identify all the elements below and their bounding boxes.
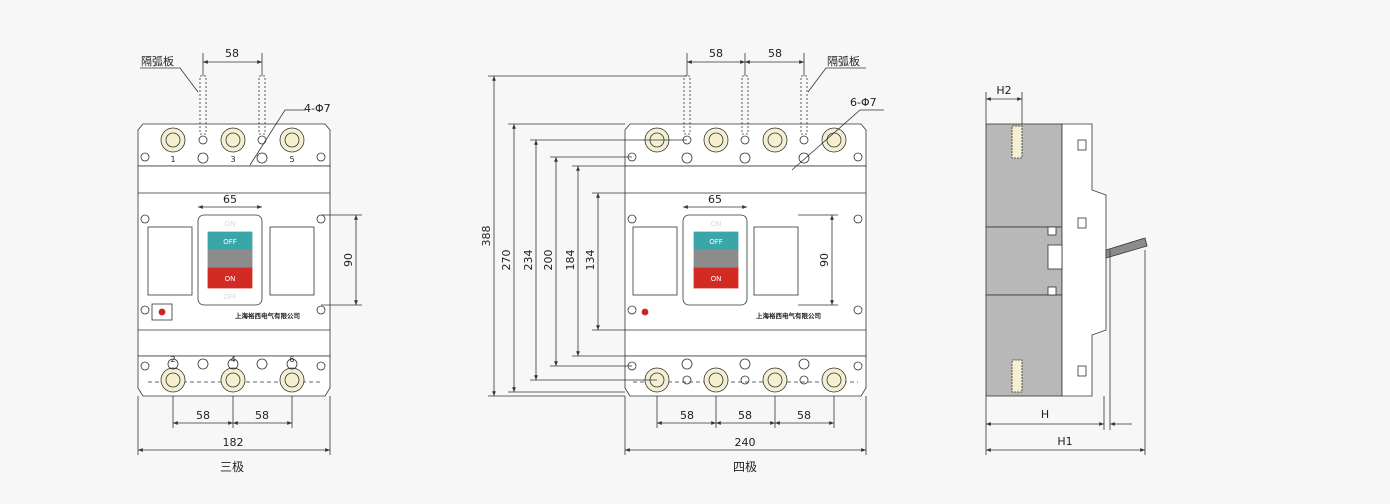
left-window — [147, 226, 193, 296]
four-pole-view — [488, 53, 884, 455]
side-bolt — [1011, 359, 1023, 393]
three-pole-caption: 三极 — [220, 460, 244, 474]
top-terminals — [627, 127, 863, 164]
faint-on-label: ON — [711, 220, 722, 228]
bottom-spacing-label: 58 — [255, 409, 269, 422]
arc-barrier-label: 隔弧板 — [827, 54, 860, 68]
brand-label: 上海裕西电气有限公司 — [235, 311, 300, 320]
bottom-terminals — [140, 358, 326, 393]
mount-screw — [316, 305, 326, 315]
terminal-number: 3 — [230, 155, 235, 164]
handle-recess — [682, 214, 748, 306]
terminal-number: 5 — [289, 155, 294, 164]
handle-width-label: 65 — [708, 193, 722, 206]
top-spacing-label: 58 — [709, 47, 723, 60]
side-body-top — [985, 123, 1063, 228]
bottom-spacing-label: 58 — [680, 409, 694, 422]
off-label: OFF — [709, 238, 723, 246]
indicator-lamp — [641, 308, 649, 316]
top-terminals — [140, 127, 326, 164]
side-cover — [1061, 123, 1107, 397]
h2-label: H2 — [996, 84, 1011, 97]
side-body-bottom — [985, 294, 1063, 397]
on-label: ON — [711, 275, 722, 283]
handle-width-label: 65 — [223, 193, 237, 206]
top-spacing-label: 58 — [225, 47, 239, 60]
terminal-number: 4 — [230, 355, 235, 364]
height-label-234: 234 — [522, 250, 535, 271]
handle-mid-band — [693, 249, 739, 269]
faint-on-label: ON — [225, 220, 236, 228]
height-label-200: 200 — [542, 250, 555, 271]
main-body — [624, 165, 867, 357]
mount-screw — [627, 305, 637, 315]
side-dimensions — [985, 92, 1146, 455]
on-button[interactable] — [207, 267, 253, 289]
handle-recess — [197, 214, 263, 306]
bottom-spacing-label: 58 — [196, 409, 210, 422]
right-window — [753, 226, 799, 296]
indicator-window — [151, 303, 173, 321]
mount-screw — [853, 305, 863, 315]
mount-screw — [140, 305, 150, 315]
bottom-spacing-label: 58 — [797, 409, 811, 422]
height-label-388: 388 — [480, 226, 493, 247]
total-width-label: 182 — [223, 436, 244, 449]
mount-screw — [140, 214, 150, 224]
mount-height-label: 90 — [818, 253, 831, 267]
height-label-134: 134 — [584, 250, 597, 271]
side-view — [985, 92, 1148, 455]
terminal-number: 1 — [170, 155, 175, 164]
bottom-spacing-label: 58 — [738, 409, 752, 422]
total-width-label: 240 — [735, 436, 756, 449]
three-pole-dimensions — [137, 53, 362, 455]
four-pole-caption: 四极 — [733, 460, 757, 474]
handle-mid-band — [207, 249, 253, 269]
side-handle — [1105, 237, 1148, 259]
height-label-270: 270 — [500, 250, 513, 271]
indicator-lamp — [158, 308, 166, 316]
h1-label: H1 — [1057, 435, 1072, 448]
arc-barrier-label: 隔弧板 — [141, 54, 174, 68]
on-button[interactable] — [693, 267, 739, 289]
top-spacing-label: 58 — [768, 47, 782, 60]
hole-label: 4-Φ7 — [304, 102, 331, 115]
terminal-number: 2 — [170, 355, 175, 364]
hole-label: 6-Φ7 — [850, 96, 877, 109]
off-label: OFF — [223, 238, 237, 246]
h-label: H — [1041, 408, 1049, 421]
height-label-184: 184 — [564, 250, 577, 271]
mount-screw — [627, 214, 637, 224]
side-bolt — [1011, 125, 1023, 159]
right-window — [269, 226, 315, 296]
brand-label: 上海裕西电气有限公司 — [756, 311, 821, 320]
four-pole-dimensions — [488, 53, 884, 455]
faint-off-label: OFF — [223, 293, 237, 301]
left-window — [632, 226, 678, 296]
mount-screw — [853, 214, 863, 224]
terminal-number: 6 — [289, 355, 294, 364]
three-pole-view — [137, 53, 362, 455]
mount-height-label: 90 — [342, 253, 355, 267]
on-label: ON — [225, 275, 236, 283]
